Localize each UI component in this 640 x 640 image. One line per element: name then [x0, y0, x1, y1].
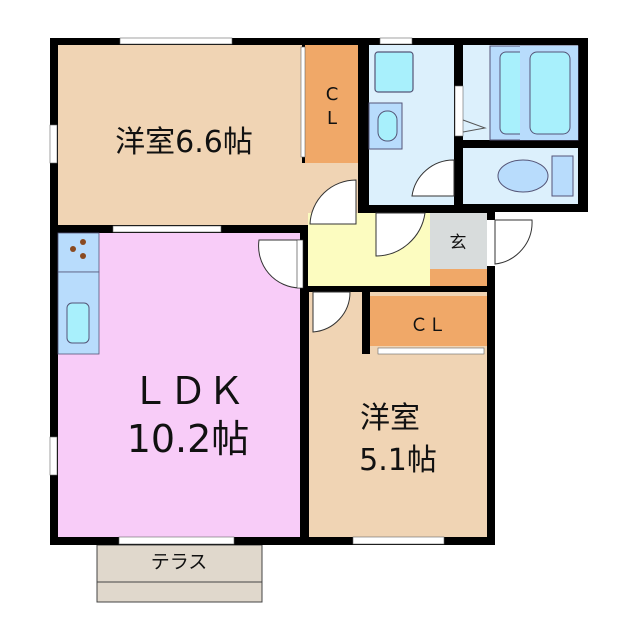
door-ldk: [258, 239, 301, 289]
ldk-label-2: 10.2帖: [127, 417, 250, 461]
door-western-room-2: [312, 291, 351, 333]
closet-1-label-c: C: [326, 84, 339, 105]
windows: [49, 37, 445, 545]
door-washroom: [411, 159, 455, 197]
terrace-label: テラス: [151, 551, 208, 573]
toilet-icon: [497, 159, 549, 193]
shoe-closet: [430, 269, 487, 286]
door-hall: [375, 212, 426, 257]
stove-icon: [57, 232, 100, 273]
washing-machine-icon: [374, 51, 414, 93]
western-room-2-label-1: 洋室: [360, 401, 420, 436]
entrance-label: 玄: [450, 233, 467, 253]
closet-1: [305, 45, 358, 163]
western-room-1: [58, 45, 302, 225]
front-door[interactable]: [494, 219, 533, 265]
entrance: [430, 213, 487, 269]
closet-2-label: ＣＬ: [410, 315, 446, 336]
closet-2: [370, 296, 487, 346]
western-room-2-label-2: 5.1帖: [359, 443, 437, 478]
closet-1-label-l: L: [327, 108, 337, 129]
western-room-1-label: 洋室6.6帖: [115, 125, 253, 160]
terrace: テラス: [96, 544, 263, 603]
ldk-label-1: ＬＤＫ: [131, 369, 245, 413]
door-western-room-1: [309, 179, 357, 225]
